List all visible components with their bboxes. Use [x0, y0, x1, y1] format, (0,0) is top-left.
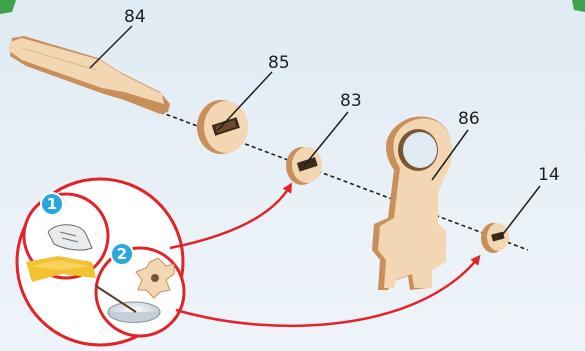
step-2-badge: 2	[111, 243, 133, 265]
label-part-86: 86	[458, 109, 480, 129]
corner-tab-right	[572, 0, 585, 12]
corner-tab-left	[0, 0, 16, 14]
arrow-to-part-83	[170, 186, 290, 248]
part-14-disc	[481, 223, 509, 253]
label-part-83: 83	[340, 91, 362, 111]
step-2-number: 2	[117, 245, 127, 263]
part-85-disc	[197, 100, 248, 154]
label-part-84: 84	[124, 7, 146, 27]
step-1-badge: 1	[41, 193, 63, 215]
label-part-14: 14	[538, 165, 560, 185]
step-2-panel	[96, 248, 184, 336]
leader-83	[304, 112, 348, 166]
leader-14	[500, 186, 540, 238]
leader-84	[90, 26, 132, 68]
part-86-keyhole	[372, 116, 452, 290]
part-84-stick	[8, 36, 170, 114]
step-1-number: 1	[47, 195, 57, 213]
label-part-85: 85	[268, 53, 290, 73]
